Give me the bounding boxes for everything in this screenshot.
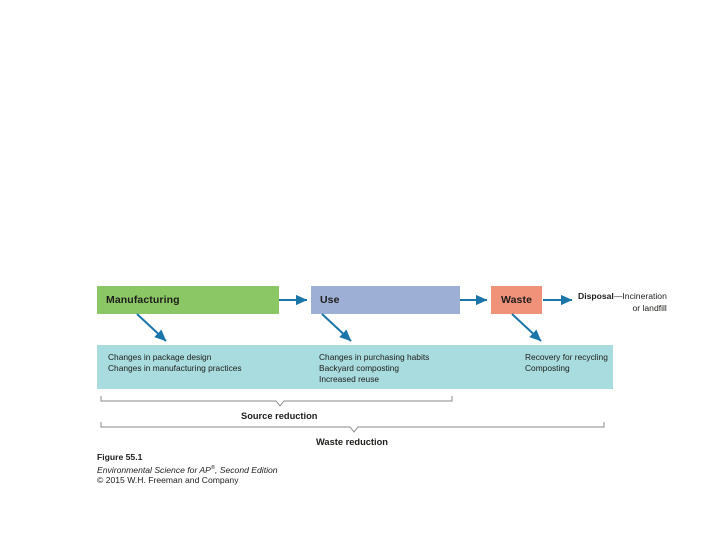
detail-panel: Changes in package design Changes in man…	[97, 345, 613, 389]
detail-item: Changes in manufacturing practices	[108, 363, 242, 374]
detail-item: Backyard composting	[319, 363, 400, 374]
stage-label-waste: Waste	[500, 294, 533, 306]
detail-item: Changes in purchasing habits	[319, 352, 430, 362]
disposal-outcome-label: Disposal—Incineration or landfill	[578, 291, 667, 314]
disposal-line-1-rest: —Incineration	[613, 291, 667, 301]
arrow-manufacturing-to-details	[136, 313, 167, 342]
bracket-label-source-reduction: Source reduction	[241, 411, 318, 421]
figure-caption: Figure 55.1 Environmental Science for AP…	[97, 452, 278, 486]
detail-item: Composting	[525, 363, 570, 374]
bracket-waste-reduction	[100, 422, 605, 433]
detail-column-use: Changes in purchasing habits Backyard co…	[319, 352, 429, 386]
disposal-lead-word: Disposal	[578, 291, 614, 301]
stage-box-waste: Waste	[491, 286, 542, 314]
arrow-use-to-details	[321, 313, 352, 342]
caption-source-title: Environmental Science for AP	[97, 464, 211, 475]
detail-item: Recovery for recycling	[525, 352, 608, 362]
detail-column-waste: Recovery for recycling Composting	[525, 352, 608, 374]
stage-label-use: Use	[320, 294, 340, 306]
stage-label-manufacturing: Manufacturing	[106, 294, 180, 306]
disposal-line-1: Disposal—Incineration	[578, 291, 667, 303]
disposal-line-2: or landfill	[632, 302, 667, 313]
caption-source-edition: , Second Edition	[214, 464, 278, 475]
detail-column-manufacturing: Changes in package design Changes in man…	[108, 352, 242, 374]
stage-box-use: Use	[311, 286, 460, 314]
arrow-waste-to-details	[511, 313, 542, 342]
detail-item: Changes in package design	[108, 352, 212, 362]
stage-box-manufacturing: Manufacturing	[97, 286, 279, 314]
caption-source: Environmental Science for AP®, Second Ed…	[97, 463, 278, 475]
caption-copyright: © 2015 W.H. Freeman and Company	[97, 475, 239, 486]
bracket-source-reduction	[100, 396, 453, 407]
caption-figure-number: Figure 55.1	[97, 452, 143, 462]
registered-trademark-icon: ®	[210, 464, 215, 471]
detail-item: Increased reuse	[319, 374, 380, 385]
bracket-label-waste-reduction: Waste reduction	[316, 437, 388, 447]
